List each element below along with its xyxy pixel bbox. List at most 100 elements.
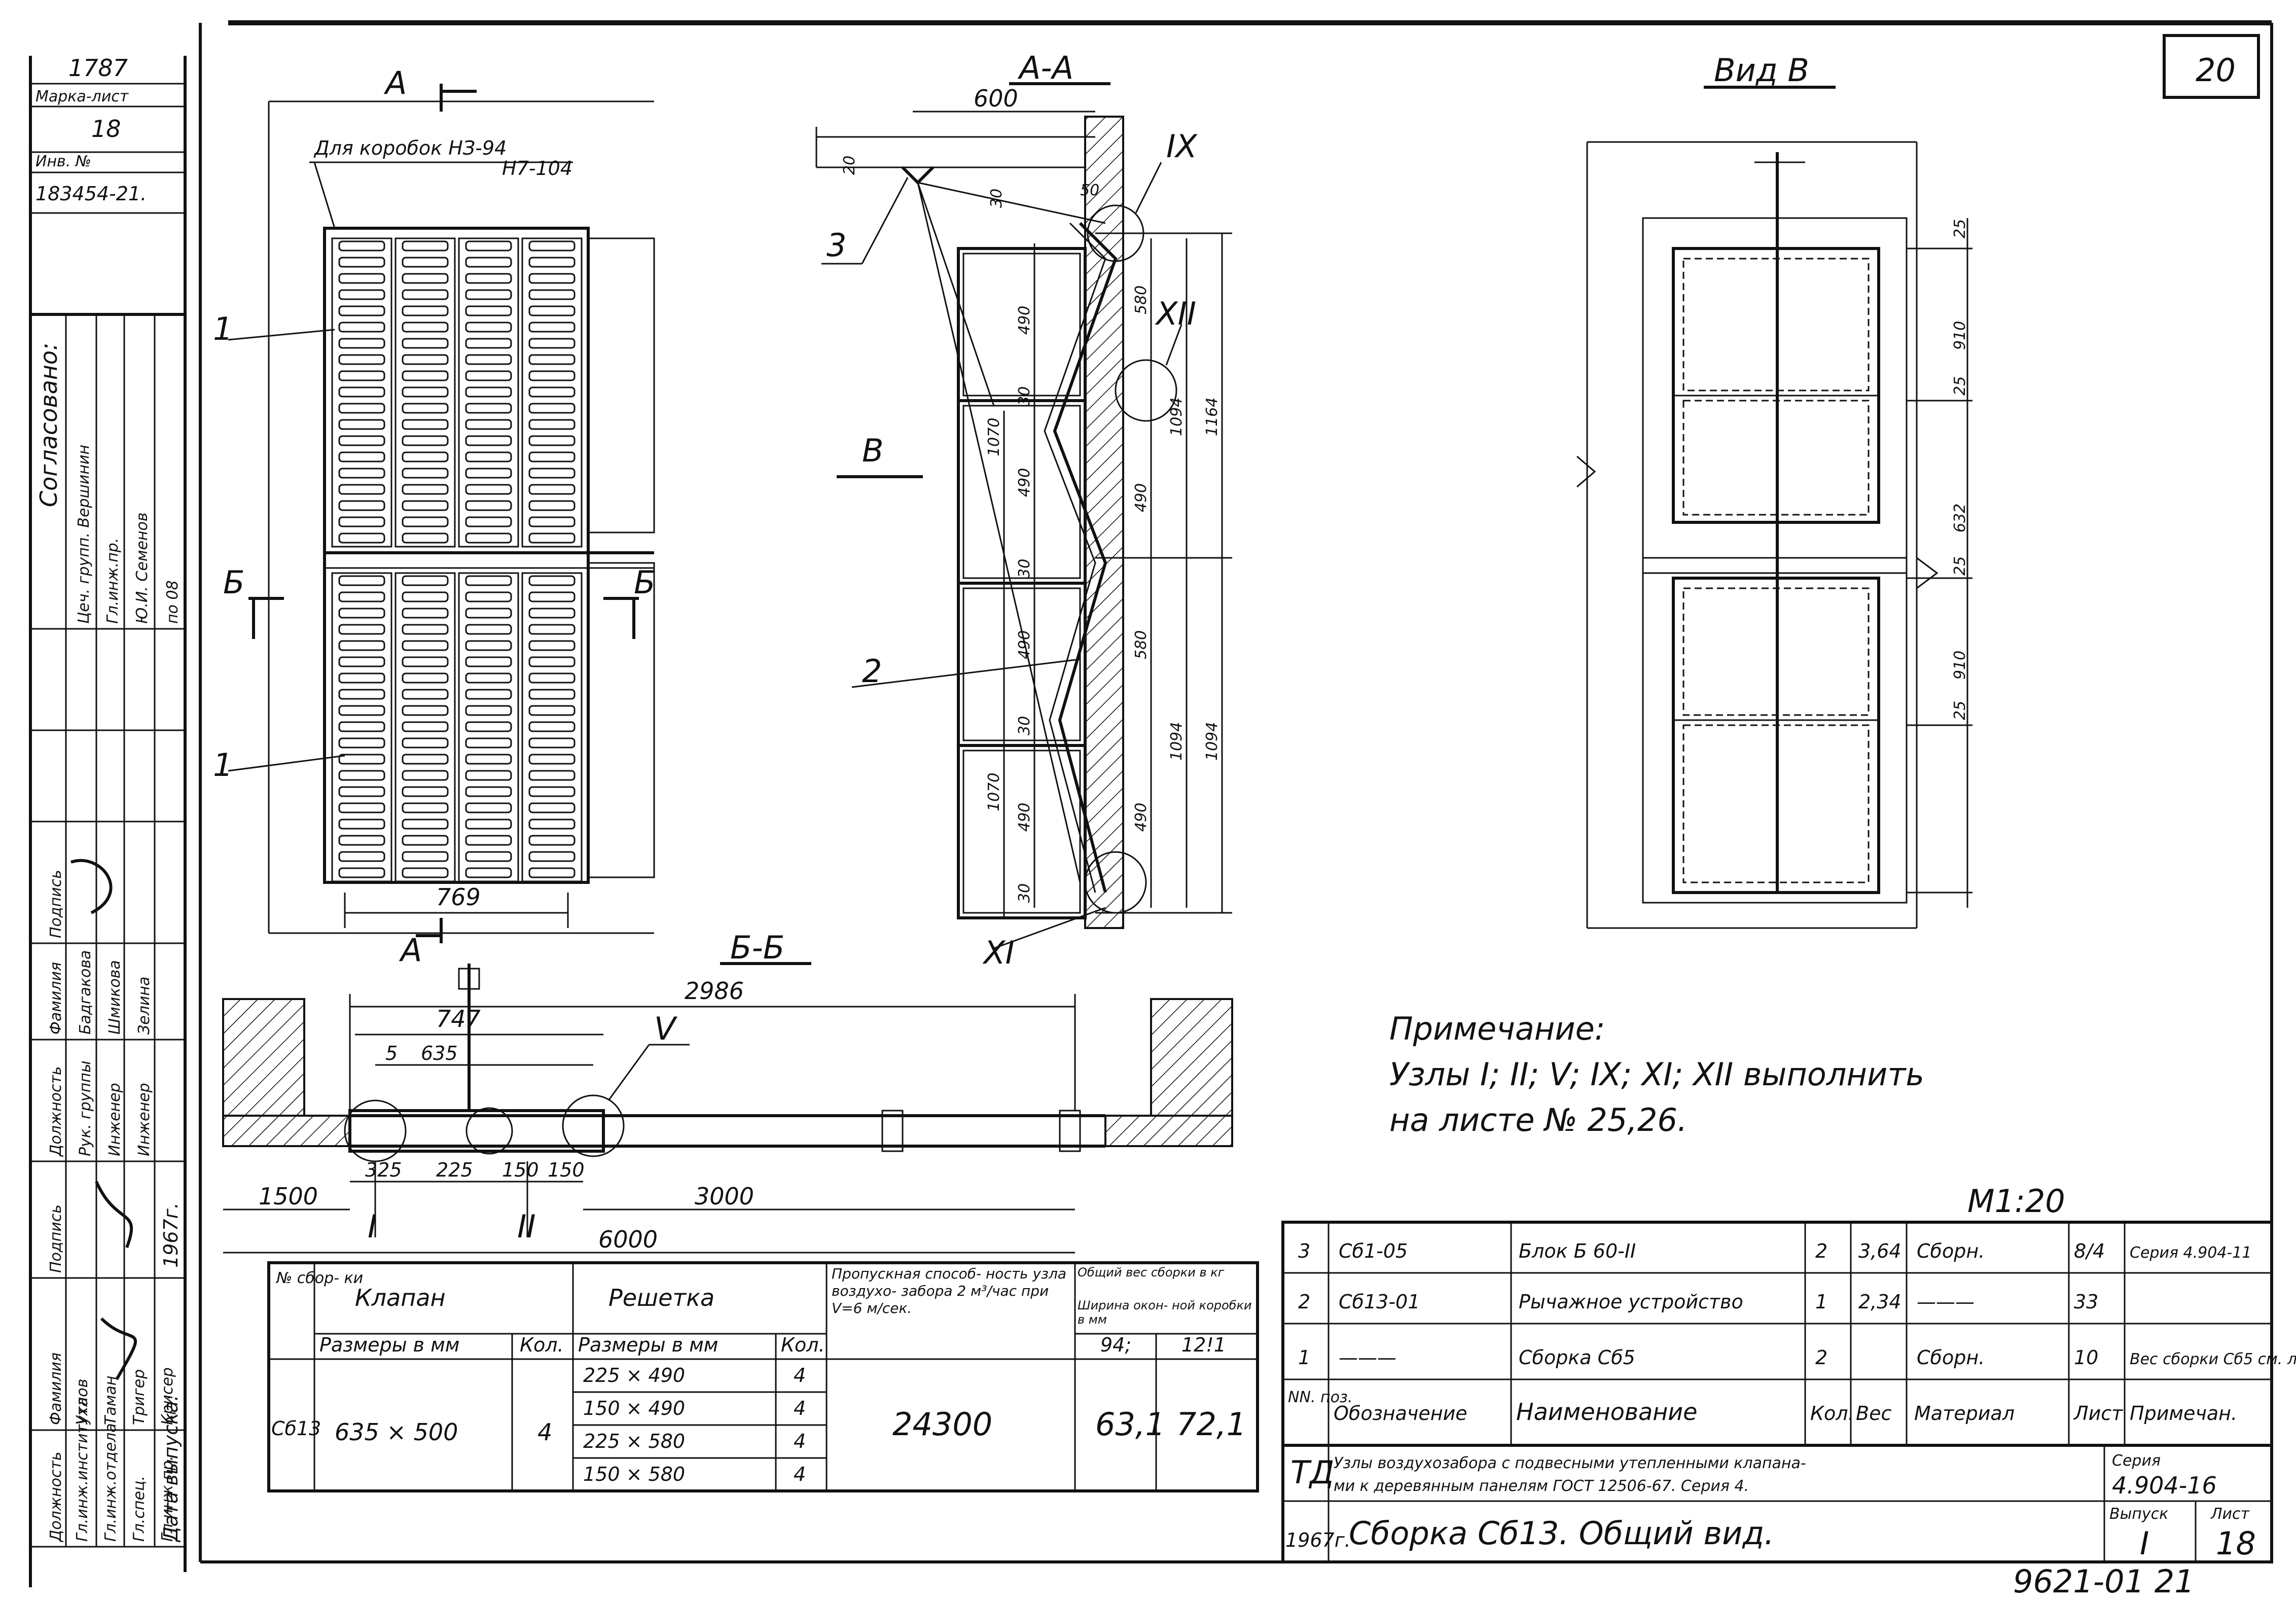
schedule-grille-4-qty: 4	[794, 1463, 806, 1485]
title-block-year: 1967г.	[1285, 1529, 1351, 1551]
stamp-approval-2: Гл.инж.пр.	[104, 538, 122, 624]
view-a-section-b-left: Б	[223, 564, 245, 601]
stamp-top-number: 1787	[68, 54, 128, 82]
grille-slot	[338, 305, 385, 316]
grille-slot	[402, 575, 449, 586]
grille-column	[394, 572, 456, 882]
stamp-staff-row-2-position: Гл.инж.отдела	[102, 1423, 120, 1542]
grille-slot	[465, 468, 512, 479]
grille-slot	[528, 835, 576, 846]
schedule-grille-3-size: 225 × 580	[583, 1430, 685, 1452]
grille-slot	[528, 240, 576, 252]
grille-slot	[402, 289, 449, 300]
section-bb-dim-635: 635	[421, 1042, 458, 1064]
spec-row-1-pos: 3	[1298, 1240, 1310, 1262]
grille-slot	[465, 624, 512, 635]
grille-slot	[465, 689, 512, 700]
stamp-release-date-label: Дата выпуска:	[160, 1395, 182, 1543]
grille-slot	[528, 289, 576, 300]
spec-row-3-name: Сборка Сб5	[1519, 1346, 1635, 1369]
grille-slot	[465, 770, 512, 781]
grille-slot	[338, 451, 385, 462]
spec-row-3-pos: 1	[1298, 1346, 1310, 1369]
grille-slot	[465, 516, 512, 527]
grille-slot	[528, 419, 576, 430]
section-bb-dim-5: 5	[385, 1042, 398, 1064]
section-aa-dim-left-6: 30	[1016, 716, 1033, 735]
section-bb-node-v	[562, 1094, 625, 1157]
grille-column	[521, 572, 583, 882]
grille-slot	[338, 851, 385, 862]
grille-slot	[465, 754, 512, 765]
grille-slot	[338, 867, 385, 878]
stamp-staff-row-3-position: Гл.спец.	[130, 1476, 148, 1542]
spec-hdr-designation: Обозначение	[1334, 1402, 1467, 1425]
section-aa-title: А-А	[1017, 49, 1073, 86]
grille-slot	[528, 819, 576, 830]
grille-slot	[528, 770, 576, 781]
stamp-sig-row-3-name: Зелина	[135, 977, 153, 1035]
grille-slot	[338, 786, 385, 797]
schedule-sub-121: 12!1	[1181, 1334, 1226, 1356]
spec-row-3-note: Вес сборки Сб5 см. лист 10	[2130, 1350, 2296, 1368]
note-heading: Примечание:	[1389, 1010, 1605, 1047]
grille-slot	[465, 386, 512, 398]
view-a-note-line2: Н7-104	[502, 157, 572, 180]
section-aa-panel-4	[957, 744, 1087, 919]
grille-slot	[402, 257, 449, 268]
view-a-callout-1: 1	[213, 310, 233, 347]
grille-slot	[528, 786, 576, 797]
grille-slot	[528, 867, 576, 878]
grille-slot	[528, 273, 576, 284]
grille-slot	[402, 354, 449, 365]
grille-slot	[338, 257, 385, 268]
scale-label: М1:20	[1967, 1183, 2065, 1220]
schedule-grille-1-qty: 4	[794, 1364, 806, 1386]
stamp-approval-3: Ю.И. Семенов	[133, 512, 151, 624]
grille-slot	[465, 338, 512, 349]
grille-slot	[402, 802, 449, 813]
section-aa-node-xii-label: XII	[1155, 295, 1196, 332]
stamp-staff-row-4-position: Гл.инж.пр.	[159, 1456, 176, 1542]
section-bb-dim-row-2: 225	[436, 1159, 473, 1181]
grille-slot	[338, 672, 385, 684]
title-block-sheet: 18	[2216, 1525, 2256, 1562]
view-b-dim-6: 910	[1951, 651, 1969, 680]
stamp-agreed-label: Согласовано:	[35, 343, 62, 507]
spec-row-3-material: Сборн.	[1917, 1346, 1985, 1369]
section-aa-dim-right-outer-1: 1094	[1168, 398, 1186, 436]
grille-slot	[402, 721, 449, 732]
schedule-sub-qty: Кол.	[520, 1334, 564, 1356]
section-aa-dim-right-2: 490	[1132, 483, 1150, 512]
grille-slot	[465, 532, 512, 544]
view-a-frame	[323, 227, 590, 884]
schedule-hdr-weight-sub: Ширина окон- ной коробки в мм	[1078, 1298, 1252, 1327]
grille-slot	[402, 273, 449, 284]
section-bb-valve-block	[348, 1109, 605, 1153]
stamp-mark-sheet-value: 18	[91, 115, 121, 143]
spec-hdr-qty: Кол.	[1810, 1402, 1854, 1425]
spec-hdr-name: Наименование	[1516, 1398, 1697, 1426]
section-aa-small-dim-1: 20	[841, 156, 858, 175]
grille-slot	[465, 403, 512, 414]
stamp-sig-row-2-position: Инженер	[106, 1083, 124, 1156]
schedule-capacity: 24300	[892, 1406, 992, 1443]
spec-row-2-weight: 2,34	[1858, 1291, 1902, 1313]
grille-slot	[528, 257, 576, 268]
title-block-desc-line1: Узлы воздухозабора с подвесными утепленн…	[1334, 1454, 1806, 1472]
spec-row-2-material: ———	[1917, 1291, 1975, 1313]
section-bb-title: Б-Б	[730, 929, 784, 966]
grille-column	[331, 237, 392, 548]
view-a-mark-bottom: А	[399, 932, 422, 969]
grille-slot	[528, 484, 576, 495]
schedule-hdr-capacity: Пропускная способ- ность узла воздухо- з…	[832, 1265, 1067, 1317]
schedule-grille-1-size: 225 × 490	[583, 1364, 685, 1386]
stamp-approval-4: по 08	[164, 580, 182, 624]
grille-slot	[528, 672, 576, 684]
grille-slot	[338, 240, 385, 252]
grille-column	[521, 237, 583, 548]
grille-slot	[465, 273, 512, 284]
view-b-title: Вид В	[1714, 52, 1809, 89]
sheet-number: 20	[2196, 52, 2236, 89]
